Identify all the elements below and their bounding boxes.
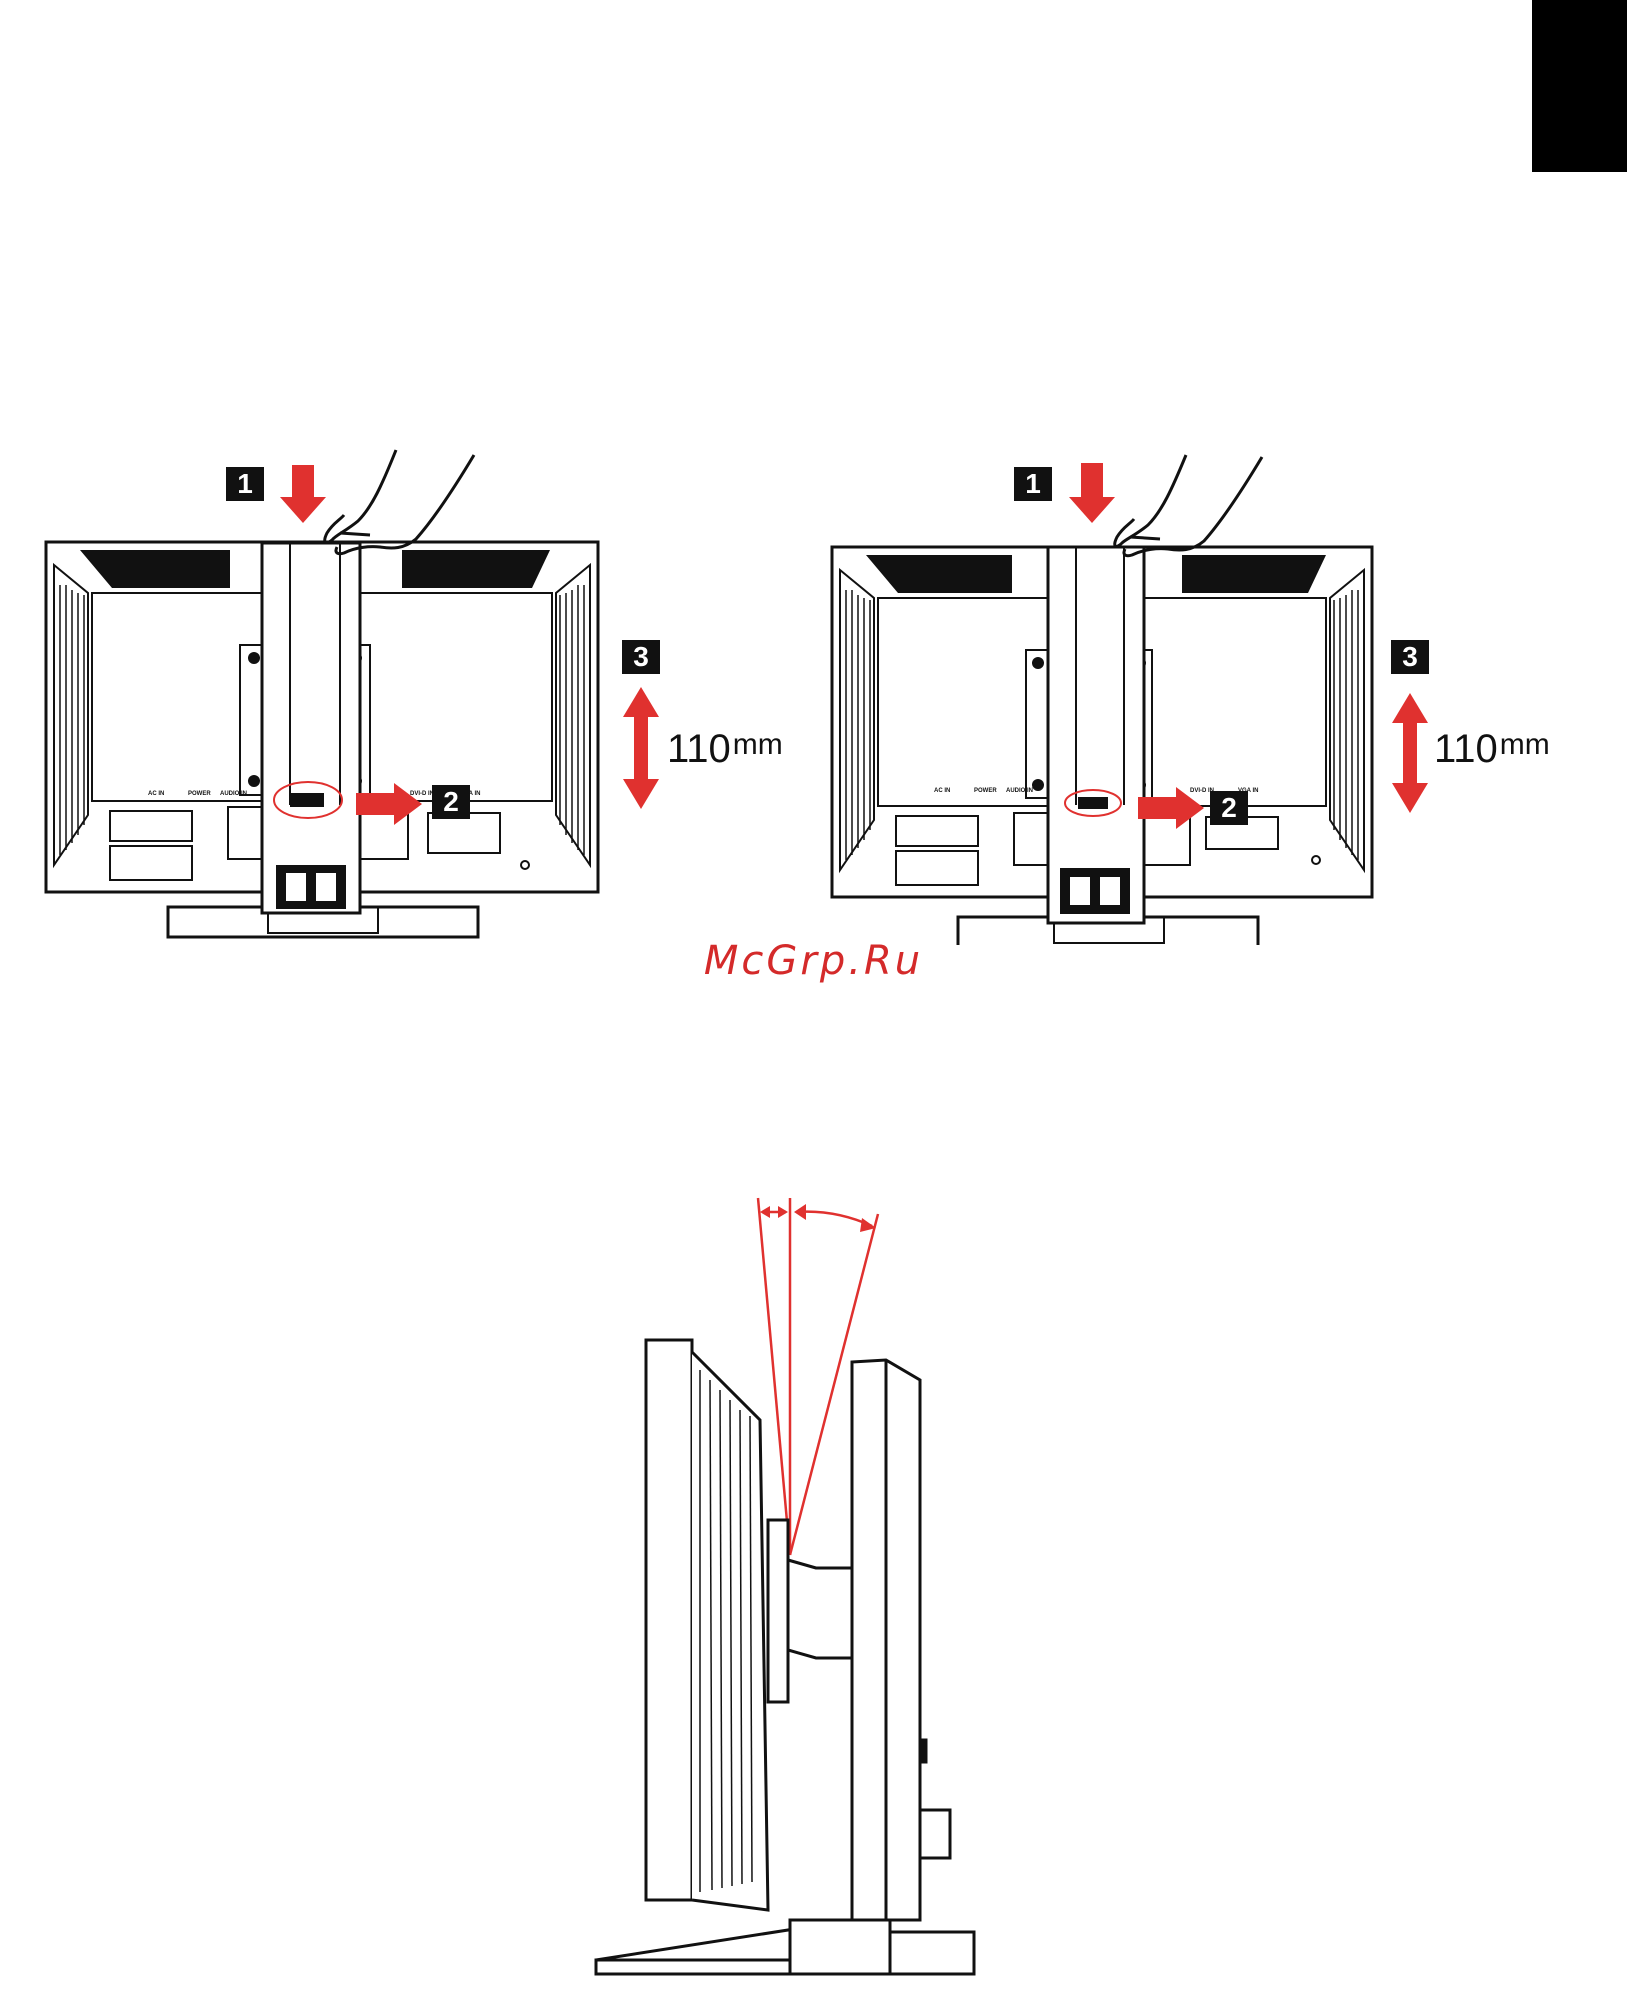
- measurement-unit: mm: [733, 728, 783, 761]
- step-2-badge: 2: [432, 785, 470, 819]
- step-1-badge-right: 1: [1014, 467, 1052, 501]
- tilt-backward-arrow-icon: [794, 1204, 876, 1232]
- hand-illustration: [325, 450, 474, 554]
- monitor-back-illustration-right: AC IN POWER AUDIO IN DVI-D IN VGA IN: [826, 425, 1586, 945]
- port-label-dvi-d-in: DVI-D IN: [410, 791, 434, 797]
- port-label-audio-in: AUDIO IN: [220, 791, 247, 797]
- stand-column: [852, 1360, 950, 1920]
- measurement-unit-right: mm: [1500, 728, 1550, 761]
- height-adjust-figure-right: AC IN POWER AUDIO IN DVI-D IN VGA IN: [826, 425, 1586, 945]
- height-measurement-right: 110mm: [1434, 727, 1550, 772]
- release-latch: [290, 793, 324, 807]
- chapter-tab: [1532, 0, 1627, 172]
- step-3-badge-right: 3: [1391, 640, 1429, 674]
- monitor-panel: [646, 1340, 768, 1910]
- watermark-text: McGrp.Ru: [0, 938, 1627, 984]
- stand-base: [596, 1920, 974, 1974]
- step-1-badge: 1: [226, 467, 264, 501]
- step-3-badge: 3: [622, 640, 660, 674]
- port-label-audio-in-right: AUDIO IN: [1006, 788, 1033, 794]
- measurement-value-right: 110: [1434, 727, 1498, 771]
- port-label-power-right: POWER: [974, 788, 997, 794]
- monitor-side-illustration: [580, 1180, 1000, 1980]
- top-vent-right: [402, 550, 550, 588]
- tilt-hinge: [768, 1520, 853, 1702]
- measurement-value: 110: [667, 727, 731, 771]
- port-label-ac-in-right: AC IN: [934, 788, 950, 794]
- port-label-power: POWER: [188, 791, 211, 797]
- tilt-angle-figure: [580, 1180, 1000, 1980]
- height-adjust-figure-left: AC IN POWER AUDIO IN DVI-D IN VGA IN: [40, 425, 800, 945]
- height-measurement: 110mm: [667, 727, 783, 772]
- port-label-ac-in: AC IN: [148, 791, 164, 797]
- updown-arrow-icon: [623, 687, 659, 809]
- down-arrow-icon: [280, 465, 326, 523]
- monitor-back-illustration: AC IN POWER AUDIO IN DVI-D IN VGA IN: [40, 425, 800, 945]
- step-2-badge-right: 2: [1210, 791, 1248, 825]
